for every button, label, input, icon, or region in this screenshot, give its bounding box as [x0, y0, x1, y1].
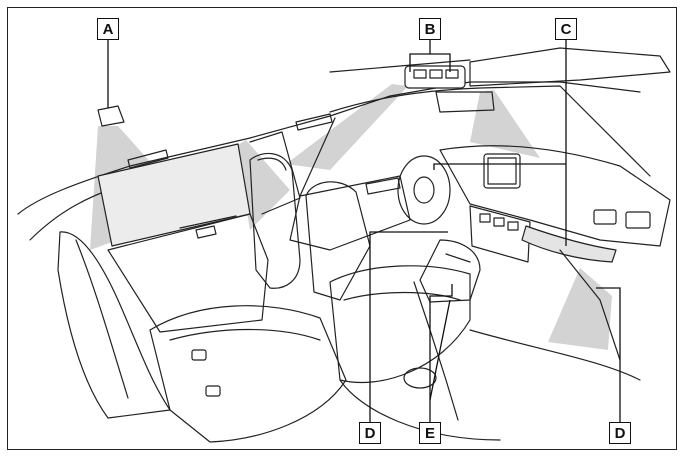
- leader-e: [429, 284, 453, 422]
- passenger-seat-cushion: [329, 265, 471, 384]
- rear-door: [107, 213, 269, 333]
- windshield-frame: [329, 85, 651, 177]
- rearview-mirror: [435, 91, 495, 113]
- rear-seat-back: [57, 231, 171, 419]
- light-cone-b-right: [470, 90, 540, 158]
- seat-belt: [413, 281, 459, 421]
- leader-c-branches: [433, 163, 566, 170]
- steering-wheel: [397, 155, 451, 225]
- leader-d-left: [369, 231, 448, 422]
- leader-b-bracket: [409, 53, 451, 72]
- light-cone-front-left: [236, 140, 290, 230]
- center-display: [483, 153, 521, 189]
- rear-dome-light: [97, 105, 125, 127]
- dashboard: [439, 145, 671, 247]
- callout-d-right: D: [609, 422, 631, 444]
- callout-c: C: [555, 18, 577, 40]
- leader-e-2: [429, 299, 451, 401]
- rear-seat-cushion: [149, 305, 347, 443]
- callout-b: B: [419, 18, 441, 40]
- glovebox: [521, 225, 617, 263]
- callout-e: E: [419, 422, 441, 444]
- callout-a: A: [97, 18, 119, 40]
- callout-d-left: D: [359, 422, 381, 444]
- roof-outline: [17, 81, 641, 215]
- light-cone-b-left: [286, 84, 408, 170]
- center-console: [419, 239, 481, 303]
- callout-leaders: [107, 38, 621, 422]
- sun-visor: [469, 47, 671, 87]
- driver-seat-back: [249, 152, 301, 289]
- passenger-seat-back: [305, 181, 371, 301]
- leader-d-right: [596, 287, 621, 422]
